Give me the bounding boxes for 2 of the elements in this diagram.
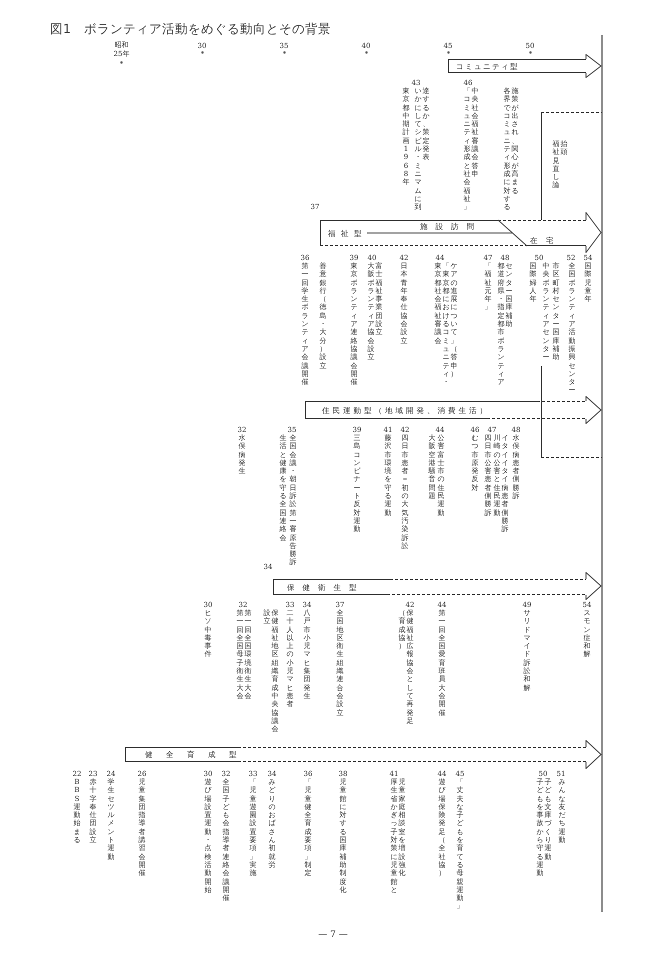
figure-title: 図1 ボランティア活動をめぐる動向とその背景	[50, 21, 331, 36]
page-number: — 7 —	[318, 930, 348, 941]
